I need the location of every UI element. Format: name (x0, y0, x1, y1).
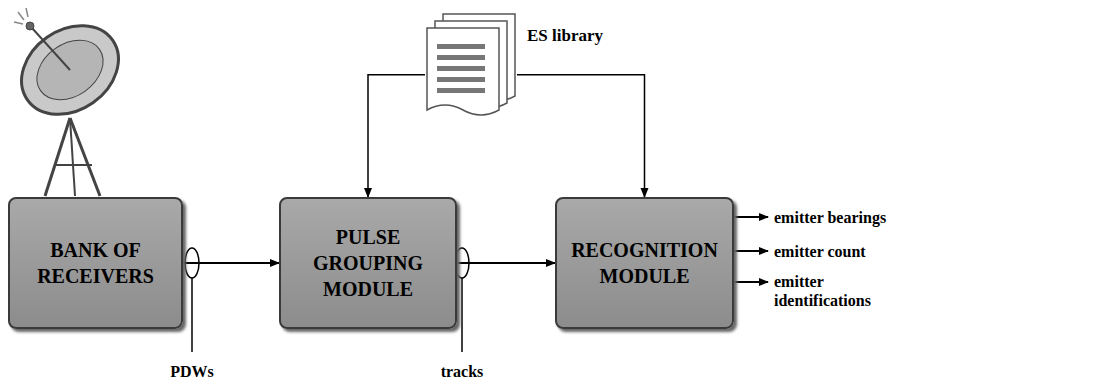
flow-arrow (517, 75, 645, 197)
signal-label: emitter bearings (774, 208, 886, 227)
flow-arrow (457, 262, 555, 264)
document-stack (425, 12, 517, 120)
flow-arrow (368, 75, 425, 197)
library-document: ES library (425, 12, 517, 120)
process-box: BANK OF RECEIVERS (8, 197, 183, 329)
signal-label: tracks (441, 362, 484, 381)
box-label: PULSE GROUPING MODULE (281, 218, 455, 308)
process-box: RECOGNITION MODULE (555, 197, 734, 329)
signal-label: emitter count (774, 242, 866, 261)
library-heading: ES library (527, 26, 603, 46)
box-label: RECOGNITION MODULE (557, 231, 732, 295)
signal-label: PDWs (170, 362, 214, 381)
box-label: BANK OF RECEIVERS (10, 231, 181, 295)
flow-arrow (183, 262, 279, 264)
satellite-dish (4, 7, 135, 196)
process-box: PULSE GROUPING MODULE (279, 197, 457, 329)
signal-label: emitter identifications (774, 272, 884, 310)
